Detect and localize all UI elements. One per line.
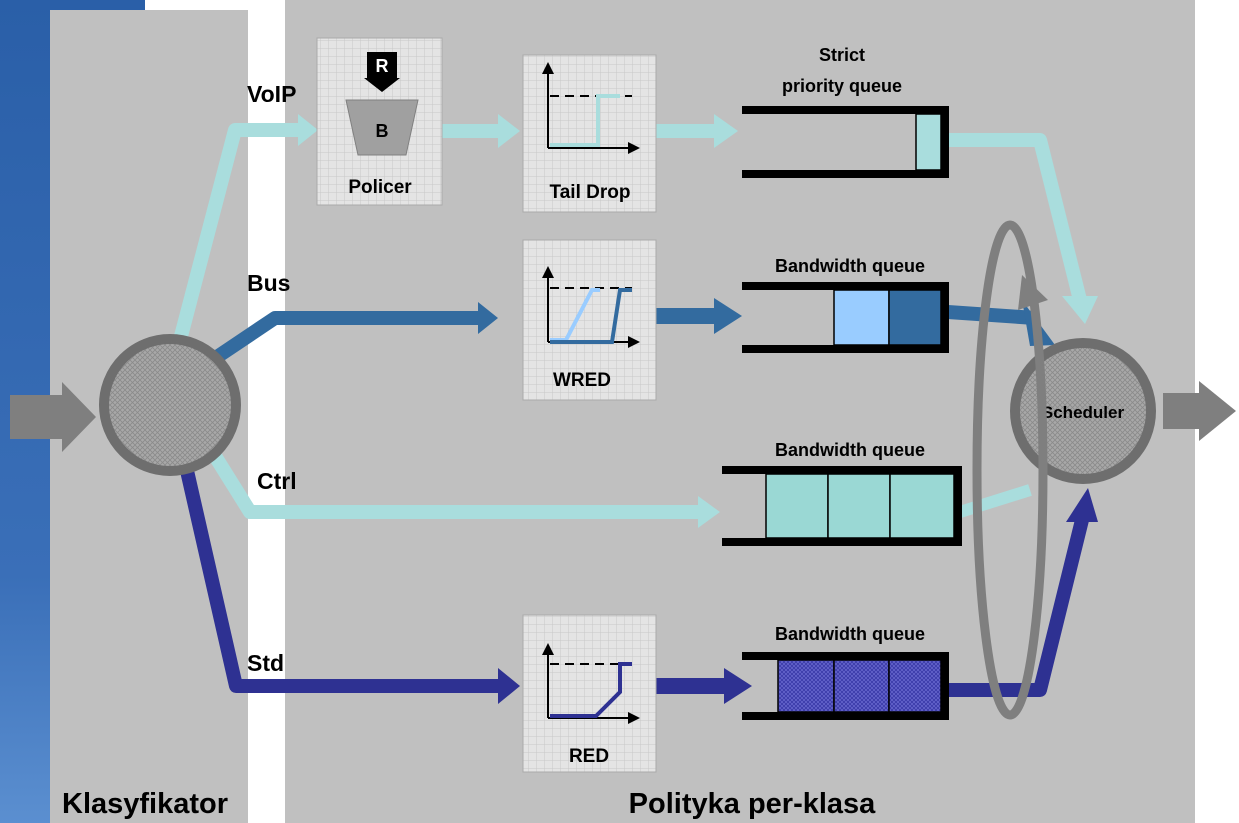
std-arrowhead-2 <box>724 668 752 704</box>
strict-priority-queue <box>742 106 949 178</box>
red-curve <box>550 662 632 718</box>
bucket-icon <box>345 99 419 156</box>
classifier-node <box>99 334 241 476</box>
class-label-std: Std <box>247 650 284 676</box>
bus-flow-line <box>201 311 480 371</box>
input-arrow-head <box>62 382 96 452</box>
scheduler-node <box>1010 338 1156 484</box>
round-robin-arrowhead <box>1018 275 1048 310</box>
strict-queue-title-1: Strict <box>819 45 865 65</box>
round-robin-loop <box>972 220 1048 720</box>
wred-curve-dark <box>550 288 632 344</box>
strict-queue-slot <box>915 113 942 171</box>
voip-arrowhead-1 <box>298 114 318 146</box>
tail-drop-label: Tail Drop <box>550 182 631 203</box>
bw2-slot-2 <box>827 473 891 539</box>
tail-drop-curve <box>550 94 620 147</box>
bw1-slot-dark <box>888 289 942 346</box>
ctrl-to-scheduler-line <box>958 484 1032 518</box>
voip-flow-seg-3 <box>656 124 716 138</box>
red-box <box>522 614 657 773</box>
ctrl-arrowhead <box>698 496 720 528</box>
output-arrow-head <box>1199 381 1236 441</box>
strict-to-scheduler-line <box>948 133 1087 302</box>
std-flow-line <box>173 438 500 693</box>
bw3-slot-2 <box>833 659 890 713</box>
bandwidth-queue-1-title: Bandwidth queue <box>775 256 925 276</box>
ctrl-flow-line <box>199 436 700 519</box>
bus-arrowhead-1 <box>478 302 498 334</box>
policer-arrow-icon <box>364 78 400 92</box>
class-label-bus: Bus <box>247 270 290 296</box>
policer-label: Policer <box>348 177 412 198</box>
bus-flow-seg-2 <box>656 308 716 324</box>
wred-box <box>522 239 657 401</box>
class-label-ctrl: Ctrl <box>257 468 297 494</box>
std-to-scheduler-arrow <box>1066 488 1098 522</box>
strict-queue-title-2: priority queue <box>782 76 902 96</box>
std-arrowhead-1 <box>498 668 520 704</box>
classifier-title: Klasyfikator <box>62 788 228 820</box>
policer-r-badge <box>367 52 397 78</box>
std-flow-seg-2 <box>656 678 726 694</box>
voip-arrowhead-3 <box>714 114 738 148</box>
bandwidth-queue-3-title: Bandwidth queue <box>775 624 925 644</box>
policer-r-label: R <box>376 56 389 76</box>
strict-to-scheduler-arrow <box>1062 296 1098 324</box>
class-label-voip: VoIP <box>247 81 296 107</box>
output-arrow-body <box>1163 393 1201 429</box>
wred-label: WRED <box>553 370 611 391</box>
red-label: RED <box>569 746 609 767</box>
bandwidth-queue-1 <box>742 282 949 353</box>
bw2-slot-1 <box>765 473 829 539</box>
policer-box <box>316 37 443 206</box>
bandwidth-queue-2 <box>722 466 962 546</box>
policer-b-label: B <box>376 121 389 141</box>
policy-title: Polityka per-klasa <box>629 788 876 820</box>
bandwidth-queue-3 <box>742 652 949 720</box>
voip-flow-line <box>173 123 300 342</box>
input-arrow-body <box>10 395 65 439</box>
bus-to-scheduler-line <box>947 305 1036 325</box>
bw3-slot-3 <box>888 659 942 713</box>
bw1-slot-light <box>833 289 890 346</box>
bandwidth-queue-2-title: Bandwidth queue <box>775 440 925 460</box>
tail-drop-box <box>522 54 657 213</box>
bw2-slot-3 <box>889 473 955 539</box>
bw3-slot-1 <box>777 659 835 713</box>
bus-arrowhead-2 <box>714 298 742 334</box>
voip-flow-seg-2 <box>442 124 500 138</box>
scheduler-label: Scheduler <box>1042 403 1125 422</box>
std-to-scheduler-line <box>948 518 1089 697</box>
voip-arrowhead-2 <box>498 114 520 148</box>
